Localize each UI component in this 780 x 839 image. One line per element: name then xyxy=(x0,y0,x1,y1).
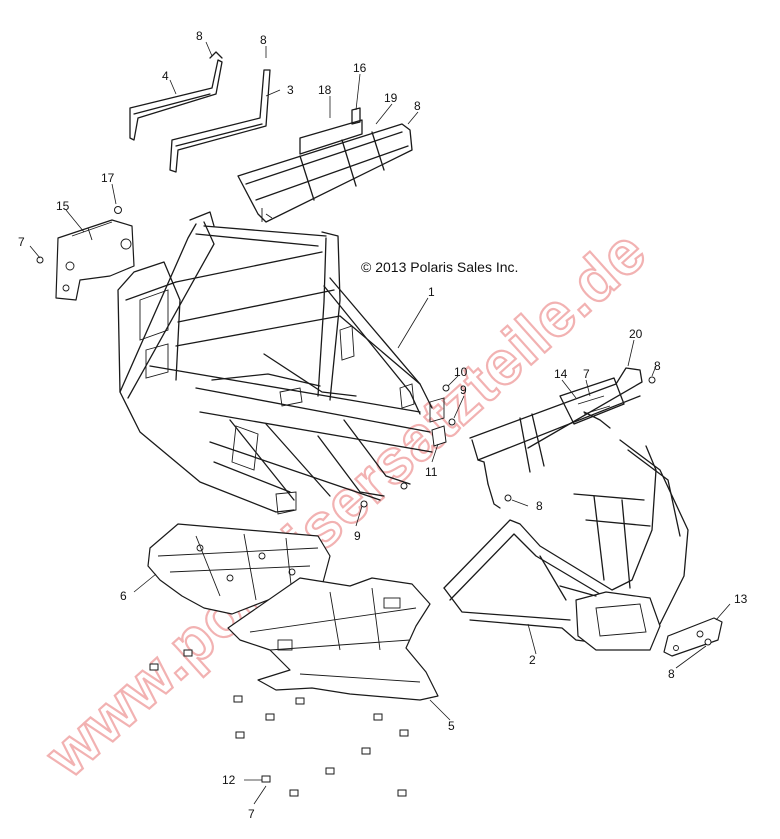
bolt-9-lower xyxy=(360,500,368,508)
callout-19: 19 xyxy=(384,91,398,105)
callout-10: 10 xyxy=(454,365,468,379)
seat-bracket-3 xyxy=(169,69,271,173)
leader-lines xyxy=(29,41,731,805)
bolt-10 xyxy=(442,384,450,392)
callout-5: 5 xyxy=(448,719,455,733)
callout-12: 12 xyxy=(222,773,236,787)
bumper-bracket-14 xyxy=(469,367,643,509)
nut-17 xyxy=(114,206,122,214)
callout-8-top-right: 8 xyxy=(414,99,421,113)
nut-8-front xyxy=(704,638,712,646)
callout-9-lower: 9 xyxy=(354,529,361,543)
callout-8-bracket: 8 xyxy=(536,499,543,513)
callout-8-front-bottom: 8 xyxy=(668,667,675,681)
callout-11: 11 xyxy=(425,465,438,479)
bolt-9-upper xyxy=(448,418,456,426)
seat-frame-16 xyxy=(237,107,413,223)
callout-2: 2 xyxy=(529,653,536,667)
bracket-11 xyxy=(431,425,447,447)
callout-20: 20 xyxy=(629,327,643,341)
callout-3: 3 xyxy=(287,83,294,97)
callout-9-upper: 9 xyxy=(460,383,467,397)
front-plate-13 xyxy=(663,617,723,657)
callout-8-top-mid: 8 xyxy=(260,33,267,47)
nut-8-bracket xyxy=(504,494,512,502)
copyright-text: © 2013 Polaris Sales Inc. xyxy=(361,259,518,275)
skid-fasteners xyxy=(149,649,409,797)
callout-6: 6 xyxy=(120,589,127,603)
callout-15: 15 xyxy=(56,199,70,213)
skid-plate-5 xyxy=(227,577,439,701)
watermark-text: www.polarisersatzteile.de xyxy=(32,217,659,791)
callout-13: 13 xyxy=(734,592,748,606)
callout-7-bracket: 7 xyxy=(583,367,590,381)
callout-labels: 1 2 3 4 5 6 7 8 8 8 8 8 8 9 9 10 11 12 1… xyxy=(18,29,748,821)
main-chassis-1 xyxy=(117,211,445,515)
front-frame-2 xyxy=(443,439,689,651)
callout-7-bottom: 7 xyxy=(248,807,255,821)
callout-7-left: 7 xyxy=(18,235,25,249)
nut-9-lower xyxy=(400,482,408,490)
callout-4: 4 xyxy=(162,69,169,83)
callout-8-top-left: 8 xyxy=(196,29,203,43)
bracket-15 xyxy=(55,219,135,301)
callout-17: 17 xyxy=(101,171,115,185)
seat-bracket-4 xyxy=(129,51,223,141)
callout-8-front-top: 8 xyxy=(654,359,661,373)
callout-1: 1 xyxy=(428,285,435,299)
callout-18: 18 xyxy=(318,83,332,97)
nut-8-top xyxy=(648,376,656,384)
bolt-7-left xyxy=(36,256,44,264)
callout-14: 14 xyxy=(554,367,568,381)
callout-16: 16 xyxy=(353,61,367,75)
